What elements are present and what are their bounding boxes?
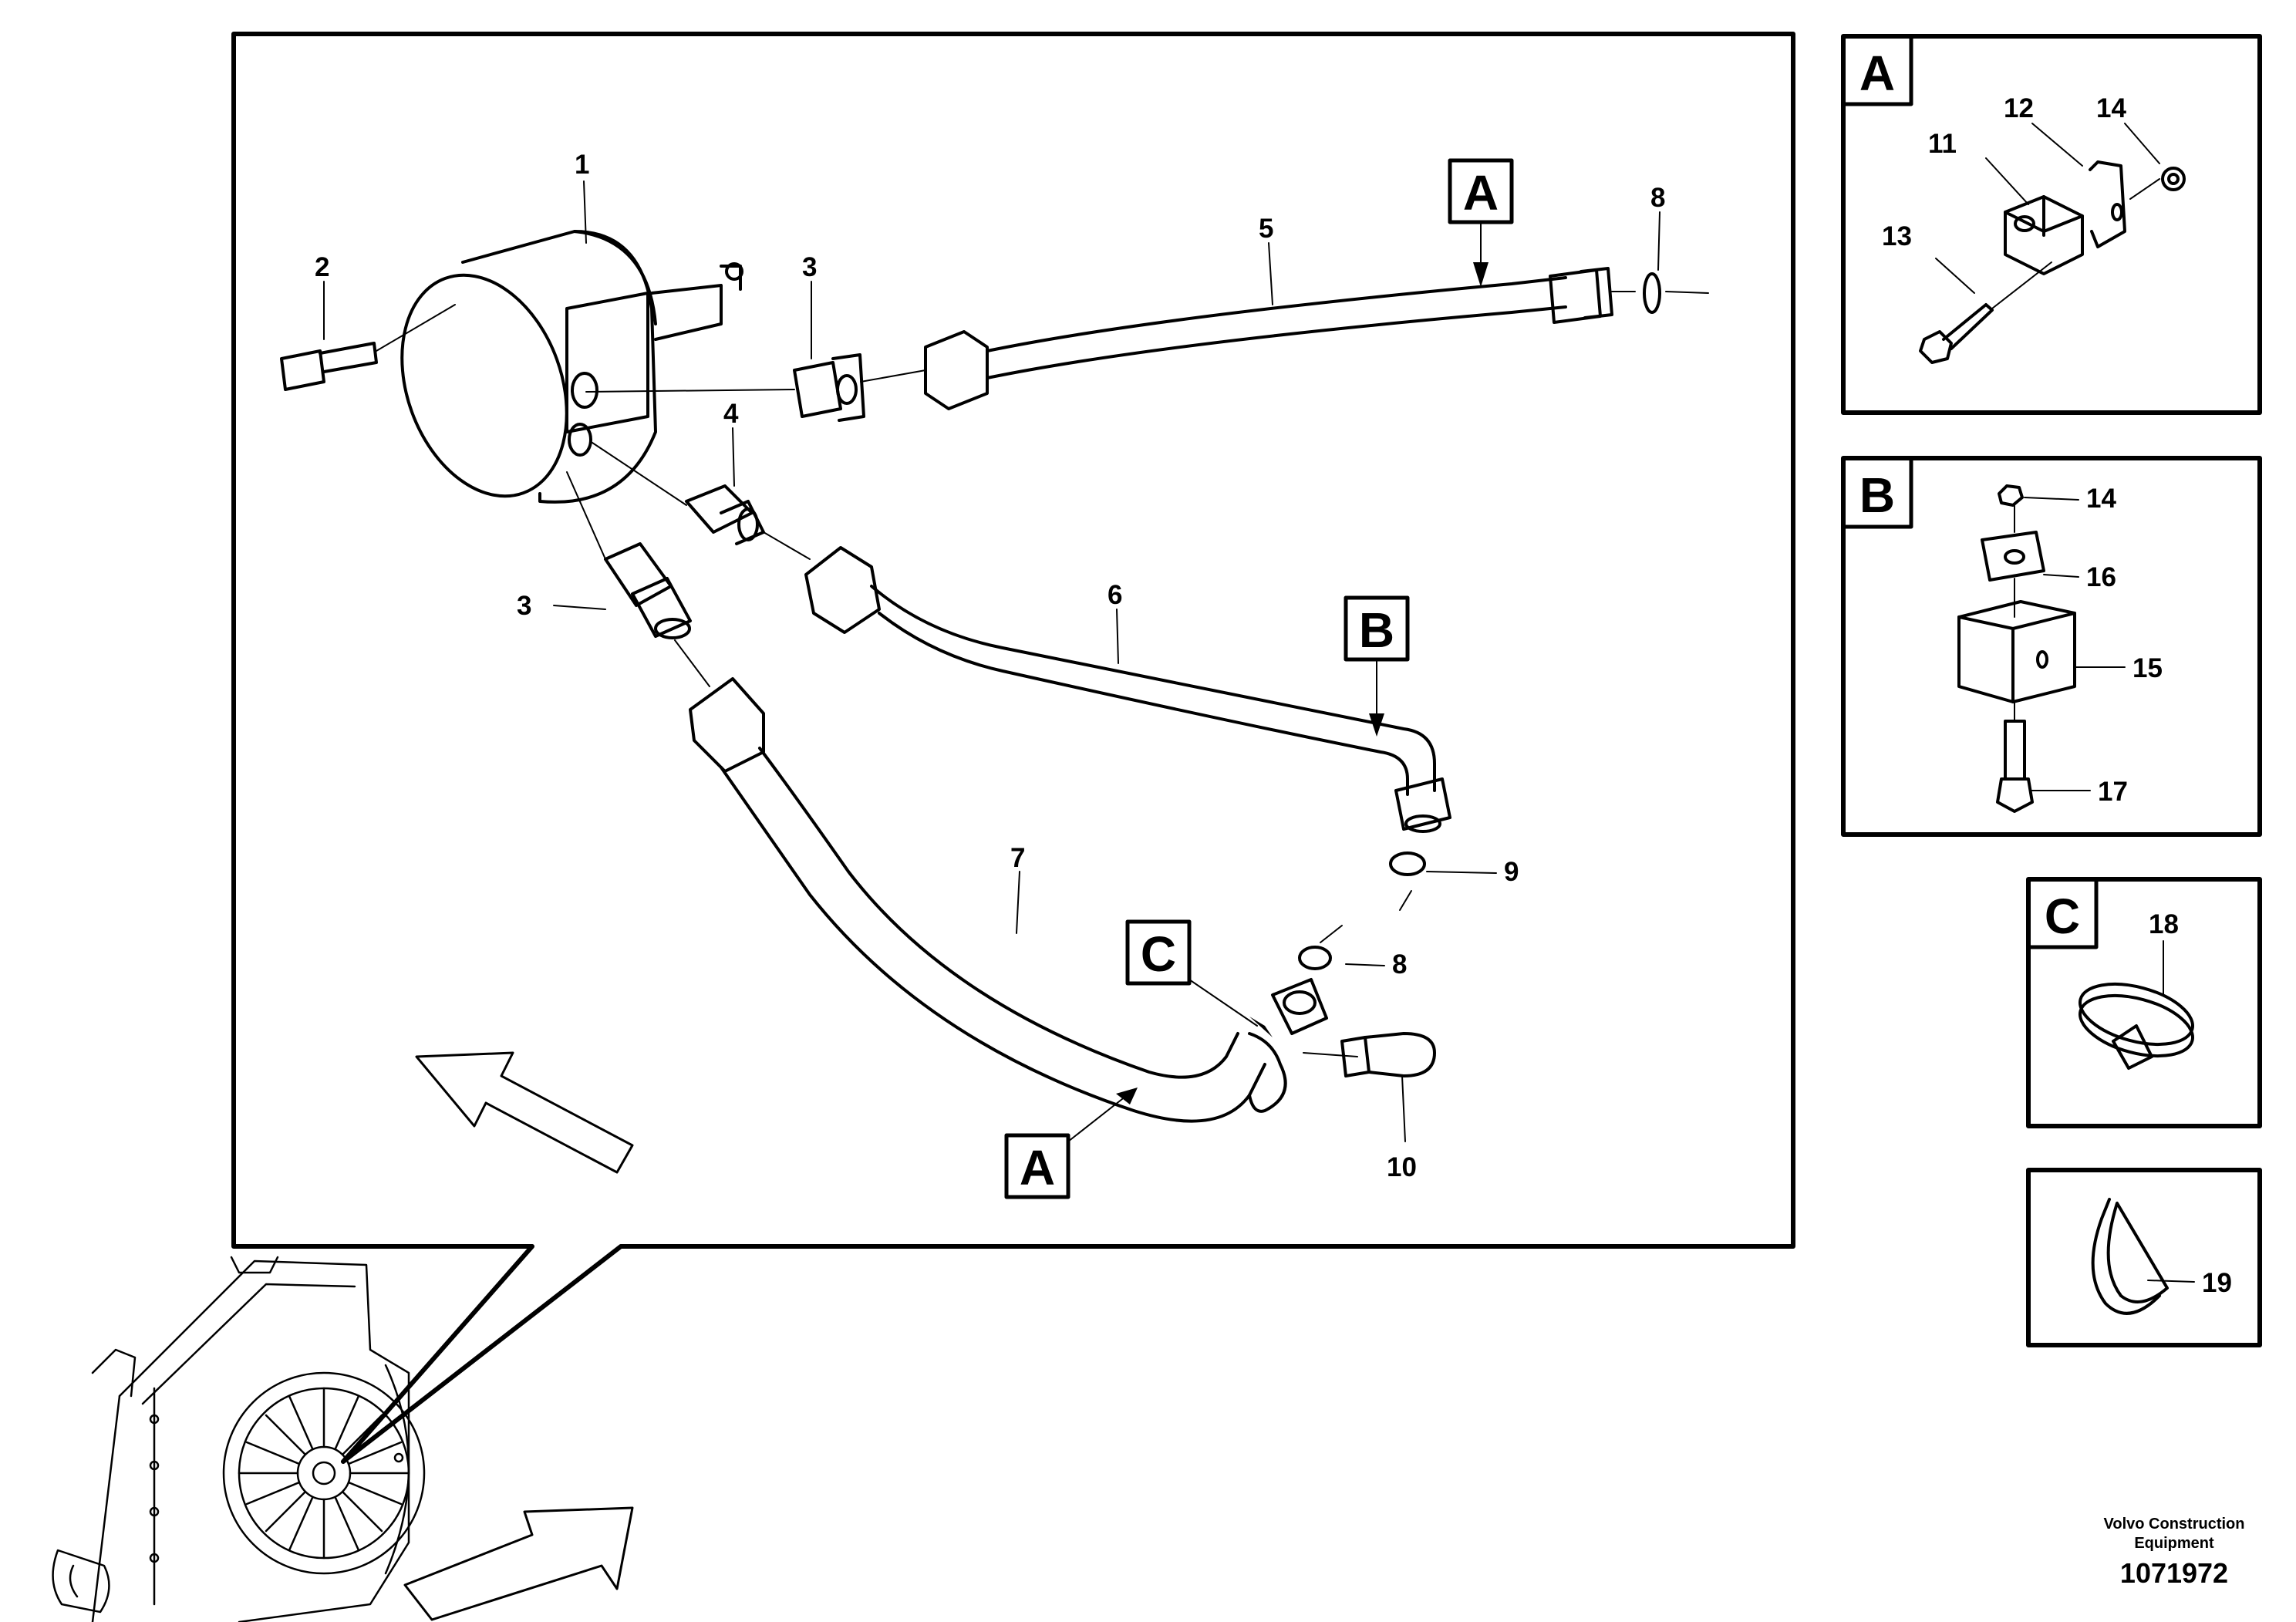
section-tag-a-bottom-box bbox=[1004, 1133, 1070, 1199]
callout-1: 1 bbox=[575, 150, 589, 180]
clamp-assembly-a bbox=[1919, 160, 2186, 364]
detail-panel-c bbox=[2026, 877, 2262, 1128]
washer-part-9 bbox=[1389, 851, 1426, 876]
pipe-part-5 bbox=[860, 267, 1709, 410]
section-tag-c: C bbox=[1141, 926, 1176, 982]
adapter-part-3-lower bbox=[566, 471, 692, 639]
callout-8-top: 8 bbox=[1650, 183, 1665, 213]
sensor-part-10 bbox=[1340, 1032, 1436, 1077]
detail-panel-tie bbox=[2026, 1168, 2262, 1347]
hose-clamp-part-18 bbox=[2078, 983, 2195, 1070]
callout-10: 10 bbox=[1387, 1152, 1417, 1182]
callout-14-a: 14 bbox=[2096, 93, 2126, 123]
detail-panel-b bbox=[1841, 456, 2262, 837]
section-tag-b: B bbox=[1359, 602, 1394, 658]
callout-11: 11 bbox=[1928, 129, 1957, 159]
bolt-part-2 bbox=[280, 304, 456, 391]
document-number: 1071972 bbox=[2120, 1557, 2228, 1589]
clamp-assembly-b bbox=[1957, 484, 2076, 813]
panel-tag-a: A bbox=[1859, 46, 1895, 101]
detail-panel-a bbox=[1841, 34, 2262, 415]
section-tag-a-top: A bbox=[1463, 165, 1499, 221]
callout-3-upper: 3 bbox=[802, 252, 817, 282]
section-tag-a-bottom: A bbox=[1020, 1140, 1055, 1195]
pipe-part-7 bbox=[674, 639, 1358, 1123]
flow-arrow-upper bbox=[415, 1051, 634, 1174]
company-name-line1: Volvo Construction bbox=[2104, 1516, 2245, 1533]
callout-5: 5 bbox=[1259, 214, 1273, 244]
panel-tag-c: C bbox=[2045, 889, 2080, 944]
callout-4: 4 bbox=[723, 399, 739, 429]
callout-7: 7 bbox=[1010, 843, 1025, 873]
callout-18: 18 bbox=[2149, 909, 2179, 939]
callout-15: 15 bbox=[2132, 653, 2163, 683]
adapter-part-3-upper bbox=[585, 353, 865, 422]
callout-19: 19 bbox=[2202, 1268, 2232, 1298]
machine-overview bbox=[52, 1256, 426, 1622]
callout-17: 17 bbox=[2098, 777, 2128, 807]
main-detail-frame bbox=[231, 32, 1795, 1464]
washer-part-8-bottom bbox=[1298, 946, 1332, 970]
cable-tie-part-19 bbox=[2091, 1198, 2169, 1315]
callout-6: 6 bbox=[1108, 580, 1122, 610]
washer-part-8-top bbox=[1643, 272, 1661, 314]
section-tag-c-box bbox=[1125, 919, 1192, 986]
adapter-part-4 bbox=[589, 440, 811, 560]
callout-8-bottom: 8 bbox=[1392, 949, 1407, 980]
brake-cylinder bbox=[400, 230, 743, 504]
company-name-line2: Equipment bbox=[2134, 1535, 2214, 1552]
callout-13: 13 bbox=[1882, 221, 1912, 251]
callout-14-b: 14 bbox=[2086, 484, 2116, 514]
callout-16: 16 bbox=[2086, 562, 2116, 592]
callout-12: 12 bbox=[2004, 93, 2034, 123]
callout-3-lower: 3 bbox=[517, 591, 531, 621]
callout-9: 9 bbox=[1504, 857, 1519, 887]
panel-tag-b: B bbox=[1859, 467, 1895, 523]
flow-arrow-lower bbox=[403, 1506, 634, 1621]
pipe-part-6 bbox=[804, 546, 1451, 833]
callout-2: 2 bbox=[315, 252, 329, 282]
